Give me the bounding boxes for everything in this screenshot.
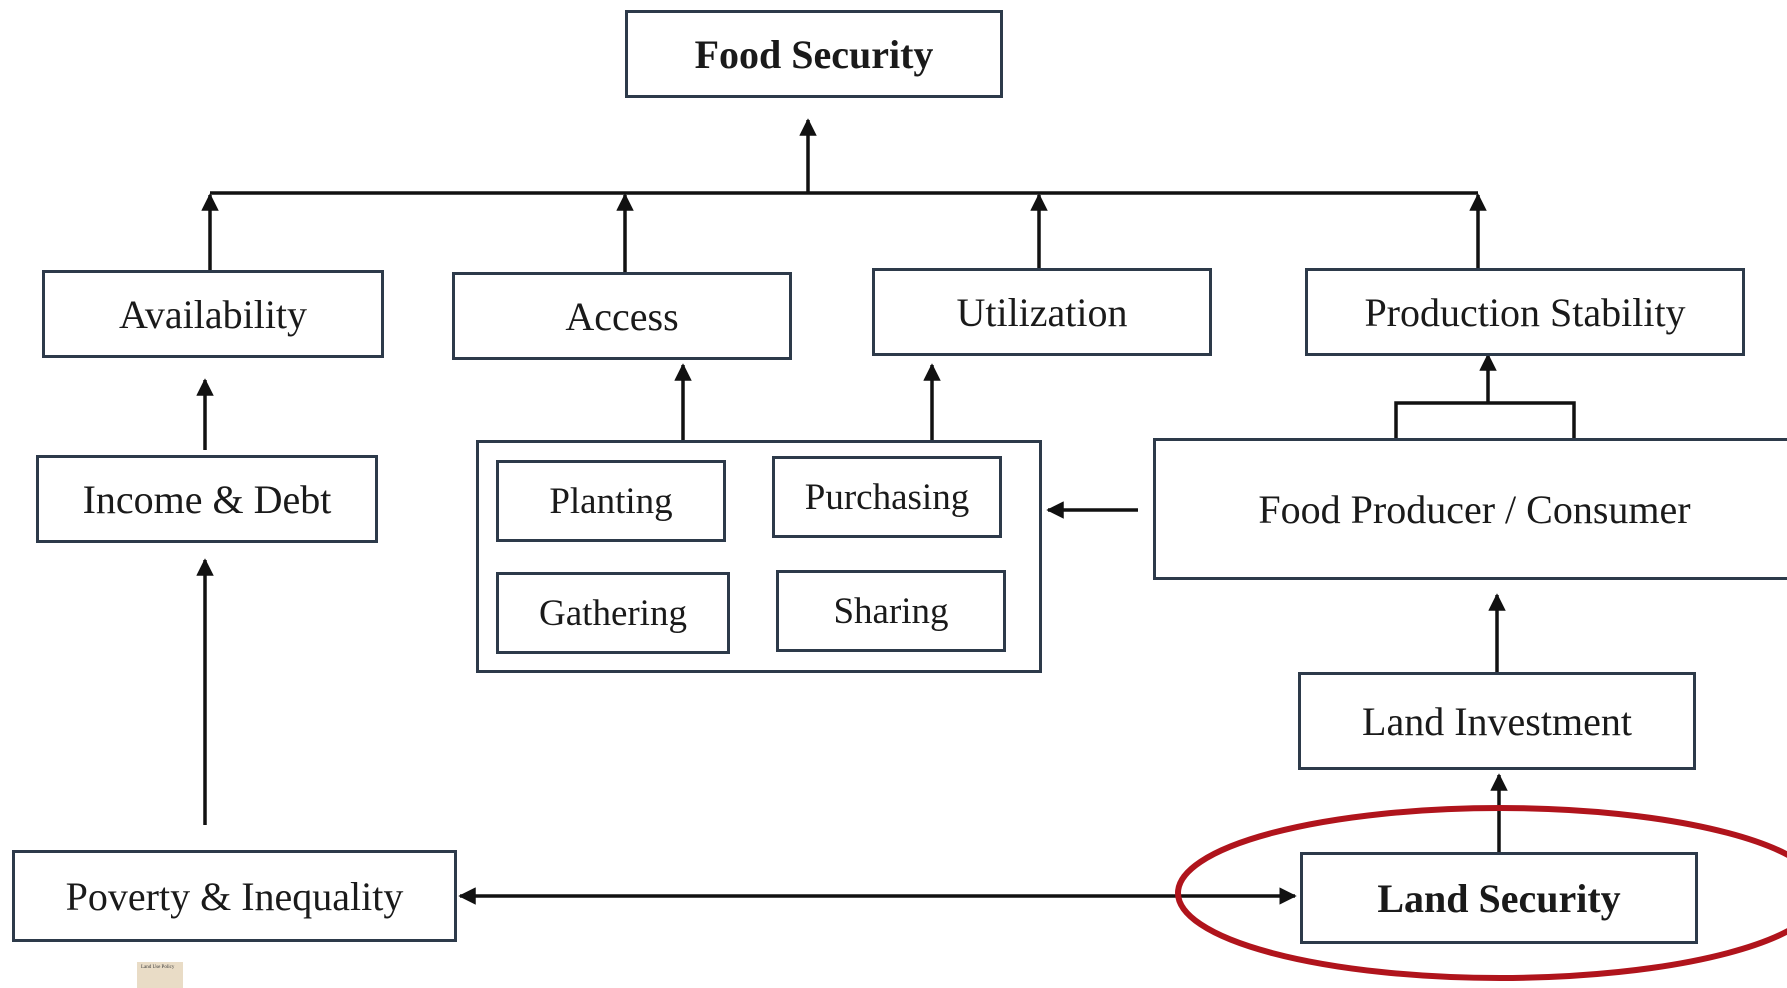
node-availability: Availability xyxy=(42,270,384,358)
journal-thumbnail-title: Land Use Policy xyxy=(141,965,175,970)
node-food-security-label: Food Security xyxy=(694,31,934,77)
node-access-label: Access xyxy=(565,293,679,339)
node-gathering-label: Gathering xyxy=(539,592,687,634)
node-planting-label: Planting xyxy=(549,480,673,522)
node-sharing: Sharing xyxy=(776,570,1006,652)
node-land-security-label: Land Security xyxy=(1377,875,1621,921)
node-income-debt-label: Income & Debt xyxy=(82,476,332,522)
node-land-investment-label: Land Investment xyxy=(1362,698,1632,744)
highlight-ellipse xyxy=(1175,805,1787,981)
node-utilization-label: Utilization xyxy=(956,289,1128,335)
node-purchasing: Purchasing xyxy=(772,456,1002,538)
journal-thumbnail[interactable]: Land Use Policy xyxy=(137,962,183,988)
node-income-debt: Income & Debt xyxy=(36,455,378,543)
node-purchasing-label: Purchasing xyxy=(804,476,970,518)
node-access: Access xyxy=(452,272,792,360)
node-production-stability: Production Stability xyxy=(1305,268,1745,356)
node-production-stability-label: Production Stability xyxy=(1364,289,1686,335)
node-food-producer-consumer-label: Food Producer / Consumer xyxy=(1258,486,1691,532)
node-poverty-inequality-label: Poverty & Inequality xyxy=(65,873,404,919)
node-poverty-inequality: Poverty & Inequality xyxy=(12,850,457,942)
node-utilization: Utilization xyxy=(872,268,1212,356)
node-availability-label: Availability xyxy=(118,291,308,337)
node-gathering: Gathering xyxy=(496,572,730,654)
node-land-investment: Land Investment xyxy=(1298,672,1696,770)
node-planting: Planting xyxy=(496,460,726,542)
bracket-producer xyxy=(1394,401,1576,438)
node-food-producer-consumer: Food Producer / Consumer xyxy=(1153,438,1787,580)
node-land-security: Land Security xyxy=(1300,852,1698,944)
node-sharing-label: Sharing xyxy=(833,590,949,632)
node-food-security: Food Security xyxy=(625,10,1003,98)
